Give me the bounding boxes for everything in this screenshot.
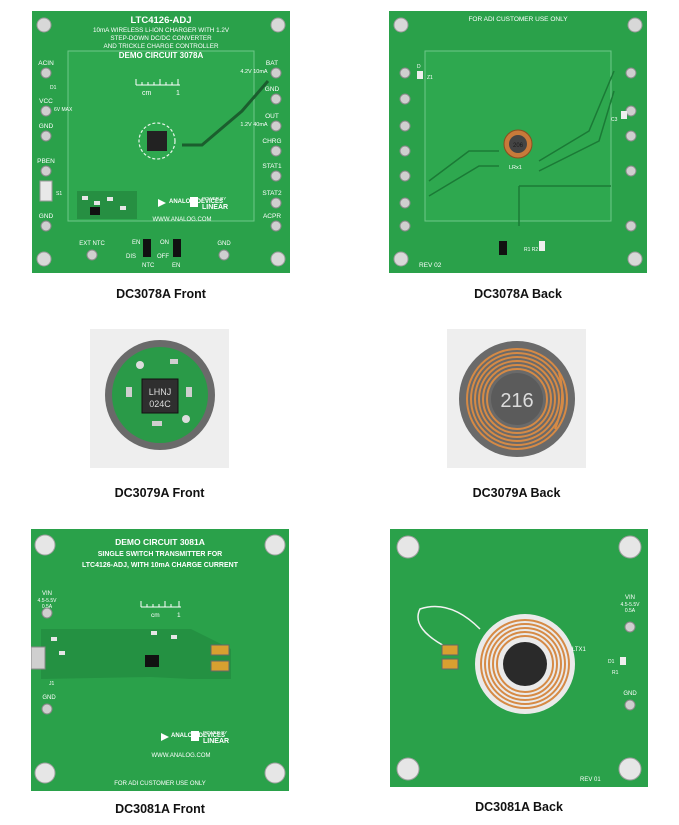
coil-designator: LTX1 <box>572 647 587 653</box>
pin-label-gnd: GND <box>39 123 54 130</box>
jumper-ntc-label: NTC <box>142 263 155 269</box>
inductor-marking-1: LHNJ <box>149 387 172 397</box>
pin-label-acpr: ACPR <box>263 213 281 220</box>
pin-label-stat2: STAT2 <box>262 190 282 197</box>
jumper-en2-label: EN <box>172 263 180 269</box>
jumper-off-label: OFF <box>157 254 169 260</box>
board-url: WWW.ANALOG.COM <box>153 217 212 223</box>
dc3081a-front-photo: DEMO CIRCUIT 3081A SINGLE SWITCH TRANSMI… <box>31 529 289 791</box>
logo-analog: ANALOG DEVICES <box>169 199 223 205</box>
back-rev-label: REV 01 <box>580 777 601 783</box>
board-title-line: AND TRICKLE CHARGE CONTROLLER <box>104 43 219 50</box>
pin-label-acin: ACIN <box>38 60 54 67</box>
cap-designator: C3 <box>611 117 618 123</box>
board-title-line: LTC4126-ADJ, WITH 10mA CHARGE CURRENT <box>82 562 239 569</box>
dc3078a-back-photo: FOR ADI CUSTOMER USE ONLY 206 LRx1 D Z1 … <box>389 11 647 273</box>
board-title-part: LTC4126-ADJ <box>130 15 191 26</box>
zener-designator: Z1 <box>427 75 433 81</box>
ruler-mark: 1 <box>176 90 180 97</box>
back-top-label: FOR ADI CUSTOMER USE ONLY <box>468 16 568 23</box>
ruler-mark: 1 <box>177 612 181 619</box>
board-title-demo: DEMO CIRCUIT 3081A <box>115 537 205 547</box>
pin-label-gnd-r: GND <box>265 86 280 93</box>
vin-note-current: 0.5A <box>42 604 53 610</box>
diode-label: D1 <box>50 85 57 91</box>
switch-label: S1 <box>56 191 62 197</box>
pin-label-out: OUT <box>265 113 279 120</box>
ext-ntc-label: EXT NTC <box>79 241 105 247</box>
caption-dc3078a-front: DC3078A Front <box>116 287 206 301</box>
board-title-line: STEP-DOWN DC/DC CONVERTER <box>110 35 212 42</box>
bottom-gnd-label: GND <box>217 241 231 247</box>
logo-analog: ANALOG DEVICES <box>171 733 225 739</box>
caption-dc3079a-back: DC3079A Back <box>472 486 561 500</box>
vin-label: VIN <box>625 595 635 601</box>
coil-marking: 206 <box>513 143 524 149</box>
coil-designator: LRx1 <box>509 165 522 171</box>
jumper-dis-label: DIS <box>126 254 136 260</box>
pin-label-gnd-2: GND <box>39 213 54 220</box>
pin-label-chrg: CHRG <box>262 138 281 145</box>
diode-designator: D1 <box>608 659 615 665</box>
connector-designator: J1 <box>49 681 55 687</box>
bottom-label: FOR ADI CUSTOMER USE ONLY <box>114 781 205 787</box>
pin-label-pben: PBEN <box>37 158 55 165</box>
gnd-label: GND <box>623 691 637 697</box>
vin-label: VIN <box>42 591 52 597</box>
gnd-label: GND <box>42 695 56 701</box>
dc3078a-front-photo: LTC4126-ADJ 10mA WIRELESS Li-ION CHARGER… <box>32 11 290 273</box>
bat-note: 4.2V 10mA <box>240 69 268 75</box>
dc3079a-front-photo: LHNJ 024C <box>90 329 229 468</box>
board-title-line: 10mA WIRELESS Li-ION CHARGER WITH 1.2V <box>93 27 230 34</box>
diode-designator: D <box>417 64 421 70</box>
vcc-note: 6V MAX <box>54 107 73 113</box>
board-title-line: SINGLE SWITCH TRANSMITTER FOR <box>98 551 222 558</box>
inductor-marking-2: 024C <box>149 399 171 409</box>
logo-linear: LINEAR <box>203 738 229 745</box>
logo-power-by: POWER BY <box>203 730 227 735</box>
coil-marking: 216 <box>500 390 533 412</box>
logo-linear: LINEAR <box>202 204 228 211</box>
pin-label-vcc: VCC <box>39 98 53 105</box>
back-rev-label: REV 02 <box>419 262 442 269</box>
resistor-designator: R1 <box>612 670 619 676</box>
ruler-unit: cm <box>142 90 152 97</box>
pin-label-stat1: STAT1 <box>262 163 282 170</box>
jumper-on-label: ON <box>160 240 169 246</box>
board-title-demo: DEMO CIRCUIT 3078A <box>119 51 204 60</box>
caption-dc3081a-back: DC3081A Back <box>475 800 563 814</box>
pin-label-bat: BAT <box>266 60 278 67</box>
out-note: 1.2V 40mA <box>240 122 268 128</box>
vin-note-voltage: 4.5-5.5V <box>621 602 641 608</box>
caption-dc3081a-front: DC3081A Front <box>115 802 205 816</box>
dc3079a-back-photo: 216 <box>447 329 586 468</box>
dc3081a-back-photo: VIN 4.5-5.5V 0.5A GND LTX1 D1 R1 REV 01 <box>390 529 648 787</box>
ruler-unit: cm <box>151 612 160 619</box>
caption-dc3079a-front: DC3079A Front <box>114 486 205 500</box>
board-url: WWW.ANALOG.COM <box>152 753 211 759</box>
vin-note-current: 0.5A <box>625 608 636 614</box>
caption-dc3078a-back: DC3078A Back <box>474 287 562 301</box>
jumper-en-label: EN <box>132 240 140 246</box>
vin-note-voltage: 4.5-5.5V <box>38 598 58 604</box>
logo-power-by: POWER BY <box>202 196 226 201</box>
resistor-designators: R1 R2 <box>524 247 538 253</box>
